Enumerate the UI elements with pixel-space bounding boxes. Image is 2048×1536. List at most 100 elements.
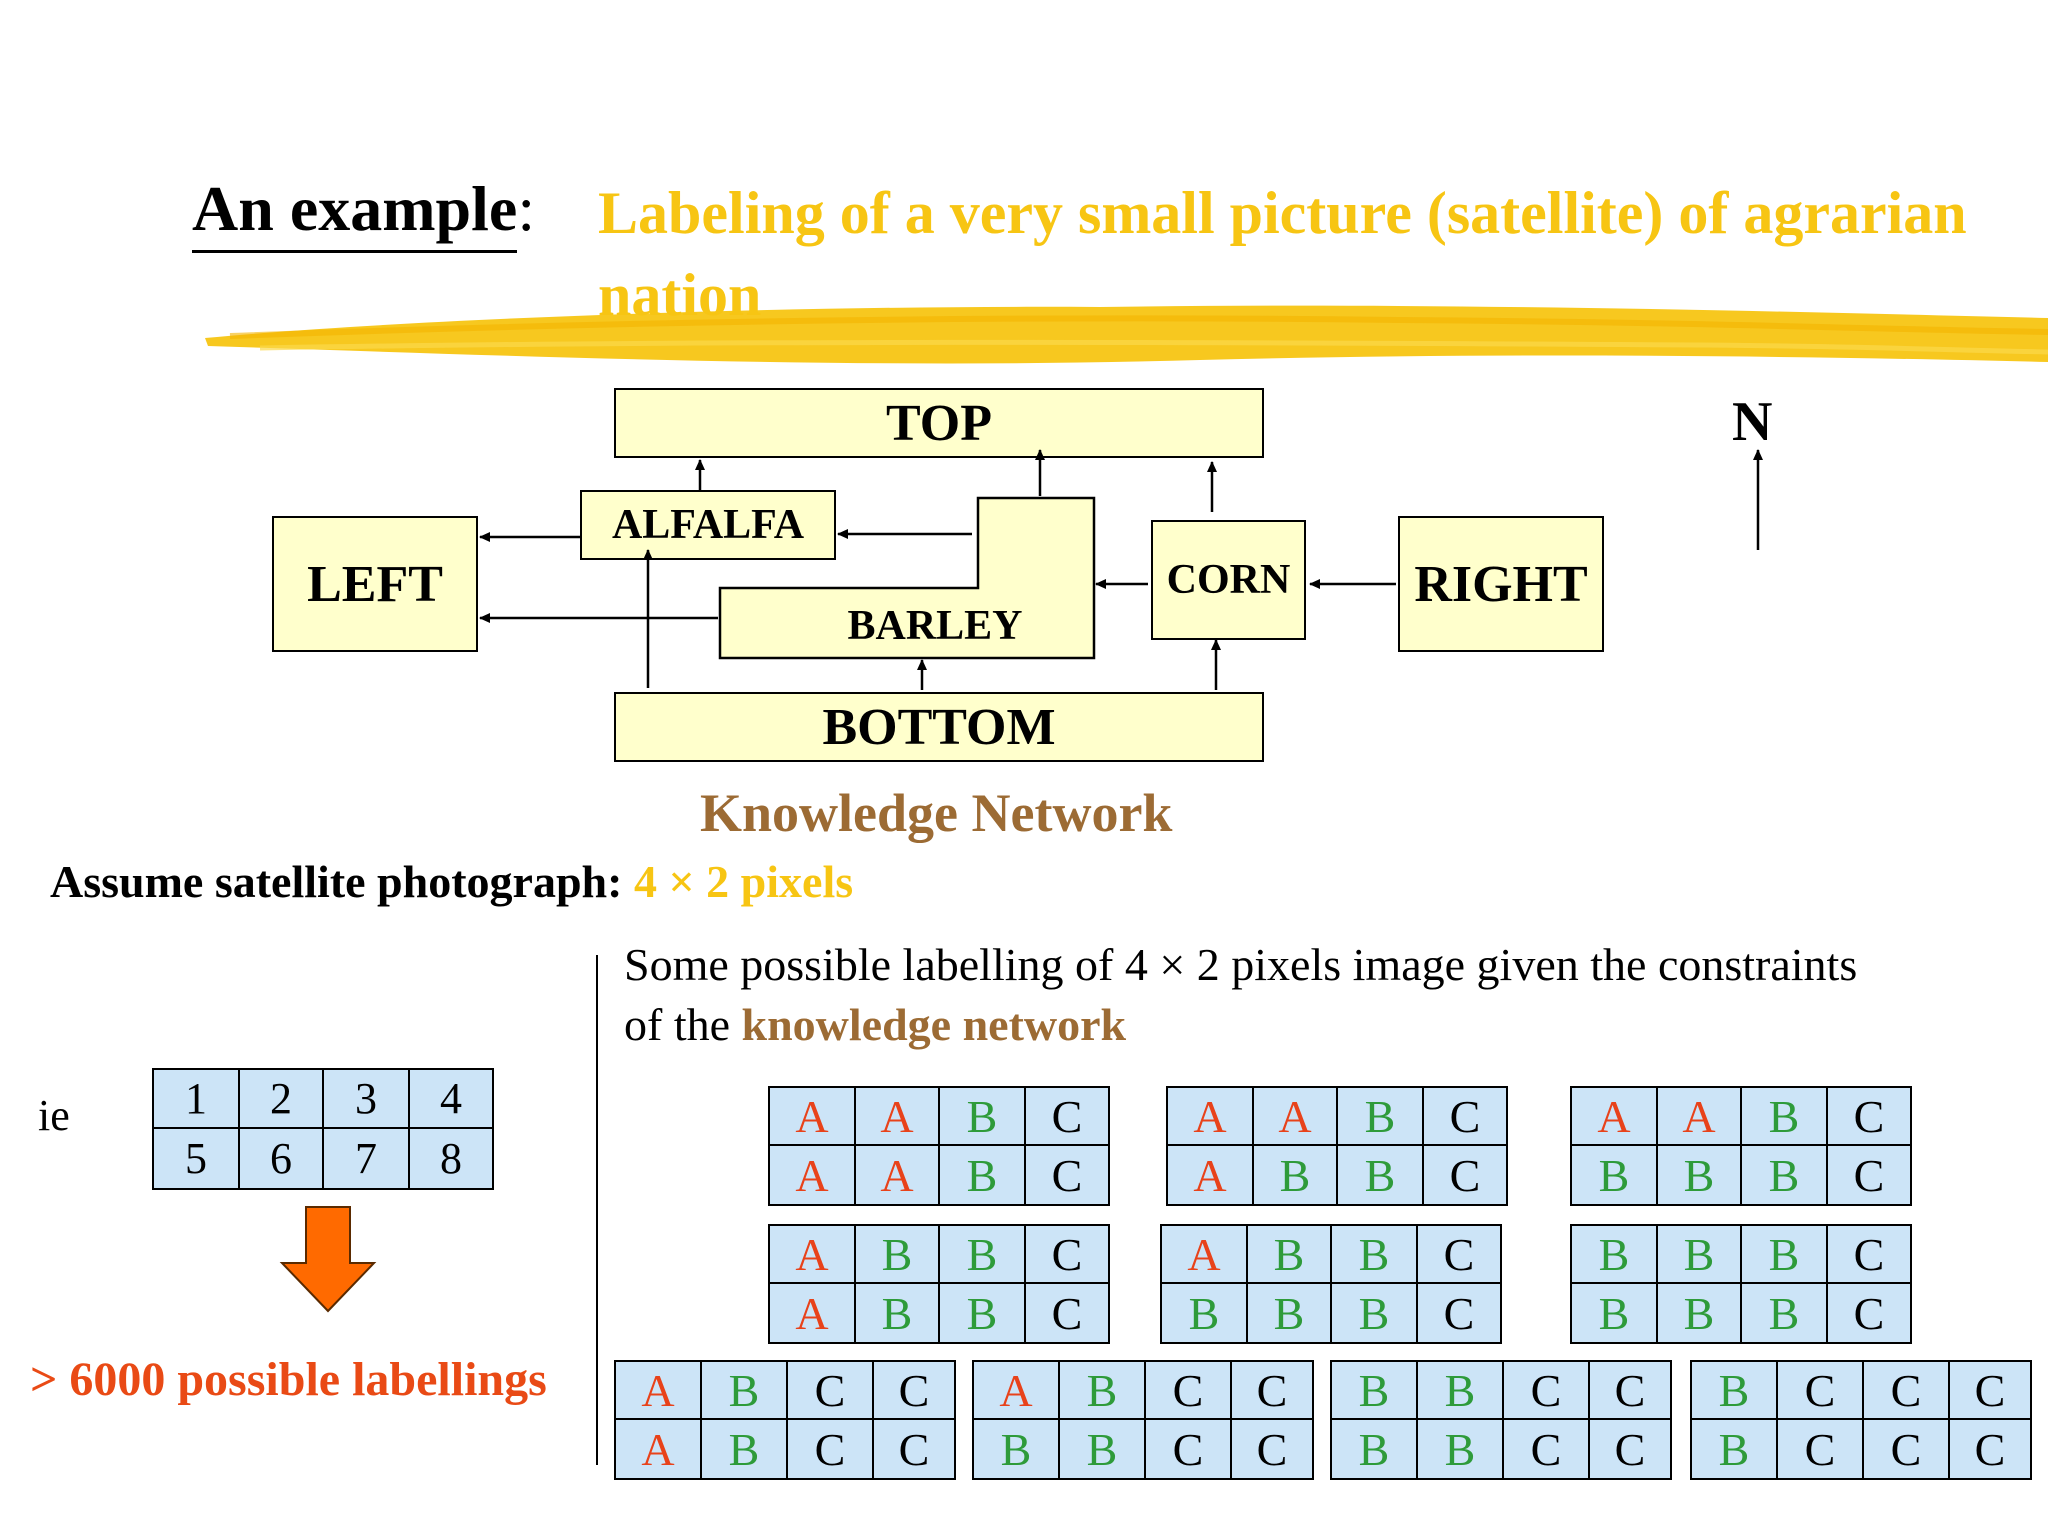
label-cell: A [1168,1146,1254,1204]
label-cell: B [1572,1226,1658,1284]
label-cell: A [770,1226,856,1284]
label-cell: C [1590,1362,1670,1420]
label-cell: C [1504,1420,1590,1478]
label-cell: B [1332,1226,1418,1284]
label-cell: C [1864,1362,1950,1420]
label-cell: A [1162,1226,1248,1284]
label-cell: B [856,1284,940,1342]
label-cell: A [770,1088,856,1146]
label-cell: C [1864,1420,1950,1478]
node-left: LEFT [272,516,478,652]
label-cell: A [770,1284,856,1342]
label-cell: C [1828,1088,1910,1146]
label-cell: C [1424,1088,1506,1146]
label-cell: B [1742,1226,1828,1284]
label-cell: A [1572,1088,1658,1146]
labelling-count: > 6000 possible labellings [30,1353,547,1406]
description-line2-highlight: knowledge network [741,999,1127,1050]
label-cell: B [1248,1226,1332,1284]
node-barley: BARLEY [847,603,1023,649]
title-label-text: An example [192,173,518,253]
label-cell: A [856,1146,940,1204]
title-colon: : [517,173,536,244]
label-cell: B [1742,1146,1828,1204]
label-cell: C [874,1362,954,1420]
label-cell: A [616,1420,702,1478]
label-cell: B [974,1420,1060,1478]
label-cell: A [770,1146,856,1204]
label-cell: B [1658,1226,1742,1284]
label-cell: B [1418,1362,1504,1420]
label-cell: C [1950,1362,2030,1420]
label-cell: C [1853,1287,1885,1339]
down-arrow-icon [279,1206,377,1313]
label-cell: C [1853,1149,1885,1201]
label-cell: C [788,1362,874,1420]
label-cell: C [1051,1149,1083,1201]
assume-highlight: 4 × 2 pixels [633,856,854,907]
pixel-cell: 1 [154,1070,240,1129]
pixel-cell: 6 [240,1129,324,1188]
label-cell: B [1060,1362,1146,1420]
label-cell: C [1232,1362,1312,1420]
label-cell: C [1026,1088,1108,1146]
label-cell: B [856,1226,940,1284]
label-cell: C [1974,1423,2006,1475]
pixel-index-grid: 1 2 3 4 5 6 7 8 [152,1068,494,1190]
label-cell: A [1168,1088,1254,1146]
page-title: Labeling of a very small picture (satell… [598,180,1967,328]
label-cell: B [940,1088,1026,1146]
label-cell: C [1504,1362,1590,1420]
label-cell: C [898,1423,930,1475]
description-line1: Some possible labelling of 4 × 2 pixels … [624,939,1858,990]
pixel-cell: 8 [440,1134,462,1183]
node-top: TOP [614,388,1264,458]
label-cell: A [856,1088,940,1146]
label-cell: B [1418,1420,1504,1478]
label-cell: C [1026,1226,1108,1284]
label-cell: B [1332,1362,1418,1420]
label-cell: B [1742,1284,1828,1342]
label-cell: B [1332,1420,1418,1478]
label-cell: C [1146,1420,1232,1478]
label-cell: B [1254,1146,1338,1204]
node-right: RIGHT [1398,516,1604,652]
ie-label: ie [38,1091,70,1140]
label-cell: B [1658,1146,1742,1204]
label-cell: C [1256,1423,1288,1475]
label-cell: B [1692,1420,1778,1478]
assume-line: Assume satellite photograph: 4 × 2 pixel… [50,855,853,908]
label-cell: B [702,1362,788,1420]
node-alfalfa: ALFALFA [580,490,836,560]
label-cell: A [1658,1088,1742,1146]
pixel-cell: 3 [324,1070,410,1129]
label-cell: C [1418,1226,1500,1284]
label-cell: C [1051,1287,1083,1339]
label-cell: C [1778,1362,1864,1420]
label-cell: B [1332,1284,1418,1342]
node-bottom: BOTTOM [614,692,1264,762]
label-cell: C [1146,1362,1232,1420]
north-label: N [1732,391,1773,453]
label-cell: B [940,1226,1026,1284]
label-cell: B [1692,1362,1778,1420]
label-cell: B [702,1420,788,1478]
label-cell: B [1162,1284,1248,1342]
node-barley-shape [718,496,1096,660]
label-cell: A [974,1362,1060,1420]
labelling-description: Some possible labelling of 4 × 2 pixels … [624,935,2024,1055]
label-cell: A [616,1362,702,1420]
title-label: An example: [192,172,536,253]
label-cell: C [1778,1420,1864,1478]
label-cell: B [940,1146,1026,1204]
pixel-cell: 4 [410,1070,492,1129]
label-cell: C [1449,1149,1481,1201]
assume-prefix: Assume satellite photograph: [50,856,634,907]
